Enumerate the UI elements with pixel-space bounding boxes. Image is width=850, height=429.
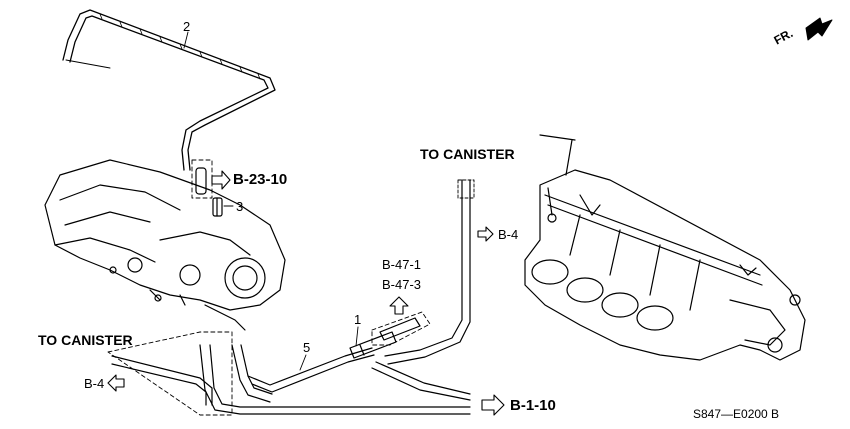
leader-part-1	[355, 326, 359, 347]
throttle-body-assembly	[44, 159, 286, 331]
direction-arrow-icon	[805, 17, 833, 41]
intake-manifold	[524, 134, 806, 361]
ref-label-b4-right: B-4	[498, 227, 519, 242]
arrow-b4-left-icon	[107, 374, 125, 392]
to-canister-label-left: TO CANISTER	[38, 332, 133, 348]
ref-label-b4-left: B-4	[84, 376, 105, 391]
hose-canister-right	[371, 179, 475, 401]
clamp-3	[212, 197, 223, 217]
to-canister-label-top: TO CANISTER	[420, 146, 515, 162]
part-number-5: 5	[303, 340, 311, 355]
ref-label-b47-3: B-47-3	[382, 277, 422, 292]
leader-part-2	[183, 31, 189, 49]
leader-part-5	[299, 354, 307, 371]
ref-label-b23-10: B-23-10	[233, 171, 288, 188]
hose-segment-b47	[379, 317, 421, 341]
hose-lower-left	[111, 344, 471, 415]
dashed-box-b47	[371, 311, 431, 346]
hose-segment-b23	[195, 167, 207, 195]
dashed-box-left	[107, 331, 233, 416]
arrow-b1-icon	[481, 394, 505, 416]
hose-2	[62, 9, 276, 171]
arrow-b4-right-icon	[477, 226, 494, 242]
part-number-1: 1	[354, 312, 362, 327]
ref-label-b47-1: B-47-1	[382, 257, 422, 272]
ref-label-b1-10: B-1-10	[510, 397, 556, 414]
dashed-box-b23	[191, 159, 213, 199]
part-number-2: 2	[183, 19, 191, 34]
arrow-b23-icon	[211, 170, 231, 190]
hose-5	[247, 347, 375, 393]
arrow-b47-icon	[389, 296, 409, 315]
part-number-3: 3	[236, 199, 244, 214]
diagram-code: S847—E0200 B	[693, 407, 780, 421]
